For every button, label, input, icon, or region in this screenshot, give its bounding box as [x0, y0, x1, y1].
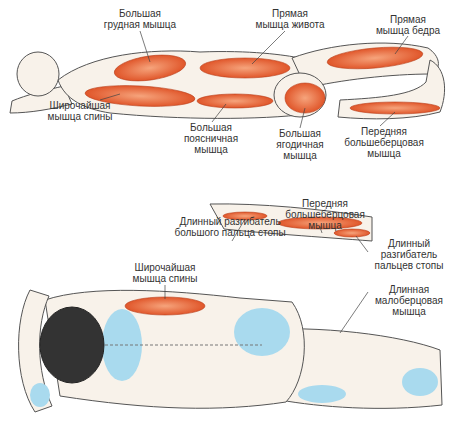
muscle-label: Большая ягодичная мышца [272, 128, 328, 161]
abdominal-muscle [200, 58, 290, 78]
leader-line [212, 104, 226, 122]
stretch-zone [298, 385, 346, 403]
leader-line [165, 285, 166, 299]
leader-line [252, 31, 285, 64]
hip-outline [274, 73, 326, 117]
leader-line [300, 108, 305, 128]
muscle-label: Длинный разгибатель пальцев стопы [368, 238, 450, 271]
leader-line [140, 31, 150, 62]
rectus-femoris-muscle [326, 44, 423, 72]
muscle-label: Прямая мышца бедра [372, 14, 444, 36]
stretch-zone [402, 368, 438, 396]
leader-line [395, 36, 408, 54]
stretch-zone [234, 308, 290, 356]
muscle-label: Длинная малоберцовая мышца [368, 284, 450, 317]
head-hair [40, 307, 104, 383]
psoas-muscle [197, 94, 273, 108]
muscle-label: Длинный разгибатель большого пальца стоп… [165, 216, 295, 238]
stretch-zone [30, 383, 50, 407]
spine-line [100, 344, 262, 345]
leader-line [340, 292, 368, 333]
latissimus-muscle [125, 297, 205, 315]
muscle-label: Передняя большеберцовая мышца [342, 126, 426, 159]
muscle-label: Прямая мышца живота [255, 8, 325, 30]
muscle-label: Широчайшая мышца спины [125, 262, 205, 284]
muscle-label: Большая поясничная мышца [170, 122, 252, 155]
muscle-label: Большая грудная мышца [100, 8, 180, 30]
head-outline [17, 52, 59, 96]
leader-line [380, 112, 395, 126]
pectoral-muscle [113, 51, 188, 85]
leader-line [356, 236, 368, 252]
leader-line [100, 94, 120, 100]
muscle-label: Передняя большеберцовая мышца [285, 198, 365, 231]
muscle-label: Широчайшая мышца спины [40, 100, 120, 122]
